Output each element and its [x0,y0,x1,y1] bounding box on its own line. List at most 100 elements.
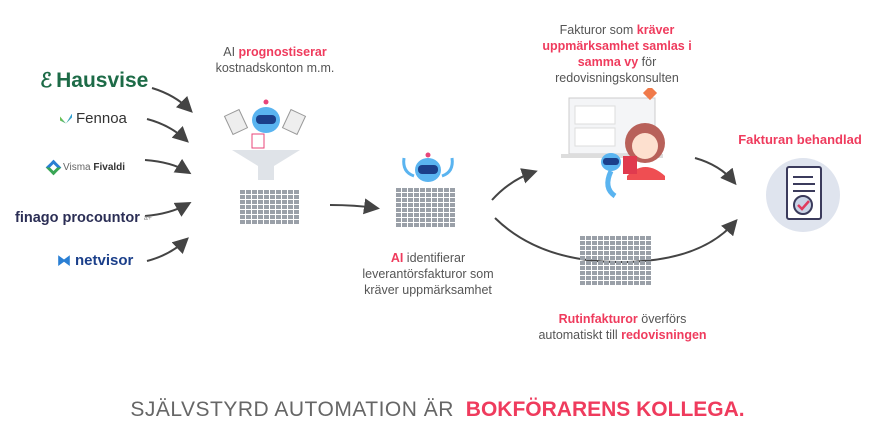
arrow-to-result [694,157,737,186]
invoice-cell [402,188,407,192]
invoice-cell [246,215,251,219]
invoice-grid-routine [580,236,651,285]
invoice-cell [426,223,431,227]
invoice-cell [640,261,645,265]
arrow-to-step2 [329,198,380,215]
invoice-cell [270,195,275,199]
invoice-cell [610,261,615,265]
invoice-cell [628,251,633,255]
invoice-cell [592,236,597,240]
invoice-cell [420,223,425,227]
invoice-cell [252,215,257,219]
invoice-cell [438,208,443,212]
invoice-cell [604,236,609,240]
invoice-cell [616,251,621,255]
invoice-cell [616,276,621,280]
invoice-cell [646,281,651,285]
invoice-cell [586,251,591,255]
invoice-cell [444,188,449,192]
invoice-cell [622,261,627,265]
result-label: Fakturan behandlad [738,132,862,147]
invoice-cell [288,220,293,224]
invoice-cell [276,210,281,214]
invoice-cell [598,256,603,260]
invoice-cell [414,208,419,212]
invoice-cell [432,218,437,222]
invoice-cell [604,281,609,285]
invoice-cell [426,208,431,212]
invoice-cell [270,190,275,194]
invoice-cell [408,218,413,222]
invoice-cell [634,256,639,260]
invoice-cell [586,236,591,240]
invoice-cell [640,276,645,280]
invoice-cell [420,208,425,212]
invoice-cell [640,251,645,255]
invoice-cell [634,246,639,250]
invoice-cell [426,203,431,207]
invoice-cell [432,198,437,202]
invoice-cell [240,205,245,209]
invoice-cell [634,271,639,275]
invoice-cell [634,276,639,280]
invoice-cell [414,218,419,222]
invoice-cell [408,213,413,217]
fennoa-icon [60,113,72,124]
invoice-cell [450,223,455,227]
invoice-cell [450,203,455,207]
invoice-cell [592,266,597,270]
invoice-cell [432,193,437,197]
invoice-cell [580,276,585,280]
invoice-cell [264,195,269,199]
invoice-cell [640,246,645,250]
invoice-cell [586,241,591,245]
invoice-cell [288,210,293,214]
invoice-cell [288,195,293,199]
invoice-cell [616,271,621,275]
invoice-cell [610,276,615,280]
invoice-cell [282,195,287,199]
invoice-cell [264,220,269,224]
invoice-cell [276,195,281,199]
invoice-cell [622,281,627,285]
invoice-cell [450,193,455,197]
invoice-cell [402,213,407,217]
invoice-cell [444,213,449,217]
invoice-cell [294,205,299,209]
invoice-cell [646,266,651,270]
tagline: SJÄLVSTYRD AUTOMATION ÄR BOKFÖRARENS KOL… [130,398,745,421]
invoice-cell [408,223,413,227]
invoice-cell [276,220,281,224]
invoice-cell [414,188,419,192]
invoice-cell [640,256,645,260]
invoice-cell [252,200,257,204]
arrow-hausvise [151,87,193,113]
invoice-cell [420,213,425,217]
invoice-cell [396,218,401,222]
invoice-cell [408,198,413,202]
invoice-cell [610,236,615,240]
invoice-cell [426,213,431,217]
invoice-cell [402,203,407,207]
arrow-procountor [144,202,192,217]
invoice-cell [610,266,615,270]
invoice-cell [628,246,633,250]
invoice-cell [288,200,293,204]
invoice-cell [264,205,269,209]
netvisor-icon: ⧓ [57,252,71,268]
invoice-cell [258,210,263,214]
invoice-cell [288,190,293,194]
invoice-cell [438,213,443,217]
invoice-cell [420,198,425,202]
invoice-cell [622,256,627,260]
invoice-cell [402,223,407,227]
invoice-cell [426,198,431,202]
invoice-cell [264,200,269,204]
invoice-cell [622,236,627,240]
invoice-cell [628,236,633,240]
robot-funnel-illustration [223,99,307,180]
invoice-cell [402,198,407,202]
invoice-cell [264,190,269,194]
invoice-cell [580,261,585,265]
